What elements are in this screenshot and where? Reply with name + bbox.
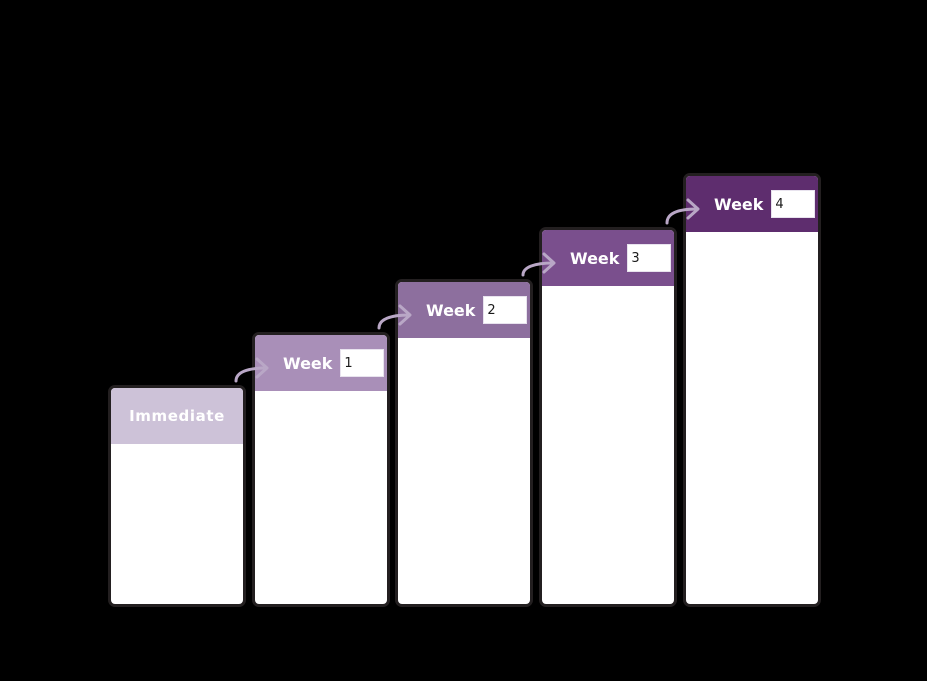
step-week-3-number-input[interactable] — [627, 244, 672, 272]
step-week-3-header: Week — [542, 230, 674, 286]
bar-step-week-1[interactable]: Week — [252, 332, 390, 607]
bar-step-immediate[interactable]: Immediate — [108, 385, 246, 607]
step-week-4-header: Week — [686, 176, 818, 232]
bar-step-week-4[interactable]: Week — [683, 173, 821, 607]
bar-step-week-2[interactable]: Week — [395, 279, 533, 607]
step-immediate-label: Immediate — [129, 407, 225, 425]
step-week-1-header: Week — [255, 335, 387, 391]
step-immediate-header: Immediate — [111, 388, 243, 444]
step-week-1-label: Week — [283, 353, 333, 373]
bar-step-week-3[interactable]: Week — [539, 227, 677, 607]
step-week-2-number-input[interactable] — [483, 296, 528, 324]
step-week-1-number-input[interactable] — [340, 349, 385, 377]
step-week-2-label: Week — [426, 300, 476, 320]
step-week-4-number-input[interactable] — [771, 190, 816, 218]
step-week-2-header: Week — [398, 282, 530, 338]
step-week-4-label: Week — [714, 194, 764, 214]
step-week-3-label: Week — [570, 248, 620, 268]
